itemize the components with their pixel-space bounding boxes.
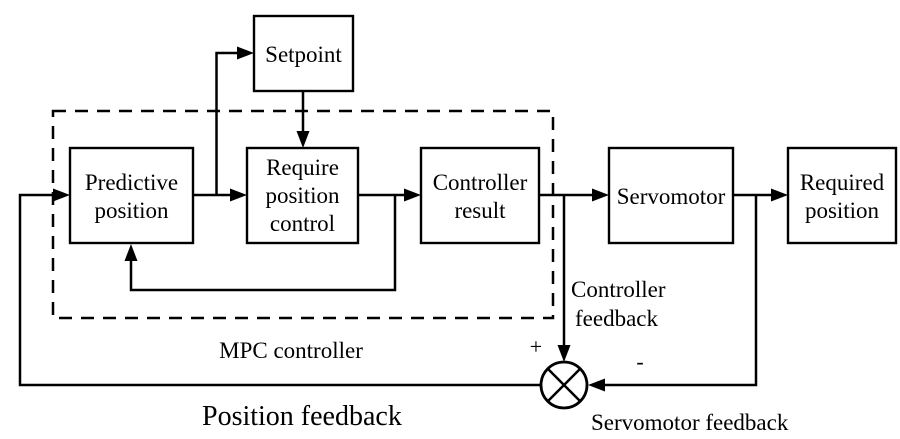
block-require-position-control: Require position control	[245, 146, 360, 245]
predictive-position-label-line2: position	[94, 198, 169, 223]
arrowhead-into-junction-top	[557, 345, 571, 362]
connector-predictive-to-require	[193, 188, 247, 202]
block-predictive-position: Predictive position	[68, 146, 195, 245]
block-setpoint: Setpoint	[252, 14, 355, 93]
connector-controller-result-to-servomotor	[539, 188, 609, 202]
arrowhead-into-controller-result	[404, 188, 421, 202]
mpc-controller-label: MPC controller	[219, 338, 363, 363]
controller-feedback-label-line1: Controller	[571, 277, 666, 302]
controller-result-label-line2: result	[454, 198, 506, 223]
controller-result-label-line1: Controller	[433, 170, 528, 195]
servomotor-feedback-label: Servomotor feedback	[591, 410, 789, 435]
connector-servomotor-to-required-position	[733, 188, 788, 202]
connector-position-feedback	[18, 188, 541, 387]
required-position-label-line1: Required	[800, 170, 885, 195]
position-feedback-label: Position feedback	[202, 401, 402, 432]
arrowhead-into-servomotor	[592, 188, 609, 202]
setpoint-label: Setpoint	[265, 42, 342, 67]
block-servomotor: Servomotor	[607, 146, 735, 245]
summing-junction-icon	[539, 360, 589, 410]
required-position-label-line2: position	[805, 198, 880, 223]
arrowhead-into-predictive-position	[53, 188, 70, 202]
block-controller-result: Controller result	[419, 146, 541, 245]
arrowhead-into-predictive-bottom	[124, 244, 138, 261]
servomotor-label: Servomotor	[617, 184, 726, 209]
connector-setpoint-to-require	[296, 91, 310, 148]
junction-minus-sign: -	[636, 349, 643, 374]
block-required-position: Required position	[786, 146, 898, 245]
require-position-control-label-line3: control	[270, 211, 335, 236]
predictive-position-label-line1: Predictive	[85, 170, 178, 195]
arrowhead-into-require-top	[296, 131, 310, 148]
connector-servomotor-feedback	[588, 195, 758, 392]
connector-inner-feedback-to-predictive	[124, 196, 397, 292]
connector-require-to-controller-result	[358, 188, 421, 202]
connector-controller-feedback	[557, 196, 571, 362]
arrowhead-into-junction-right	[588, 378, 605, 392]
require-position-control-label-line2: position	[265, 183, 340, 208]
arrowhead-into-require-position-control	[230, 188, 247, 202]
junction-plus-sign: +	[530, 334, 542, 359]
controller-feedback-label-line2: feedback	[575, 306, 658, 331]
connector-branch-to-setpoint	[215, 46, 254, 195]
require-position-control-label-line1: Require	[266, 155, 339, 180]
arrowhead-into-required-position	[771, 188, 788, 202]
arrowhead-into-setpoint	[237, 46, 254, 60]
